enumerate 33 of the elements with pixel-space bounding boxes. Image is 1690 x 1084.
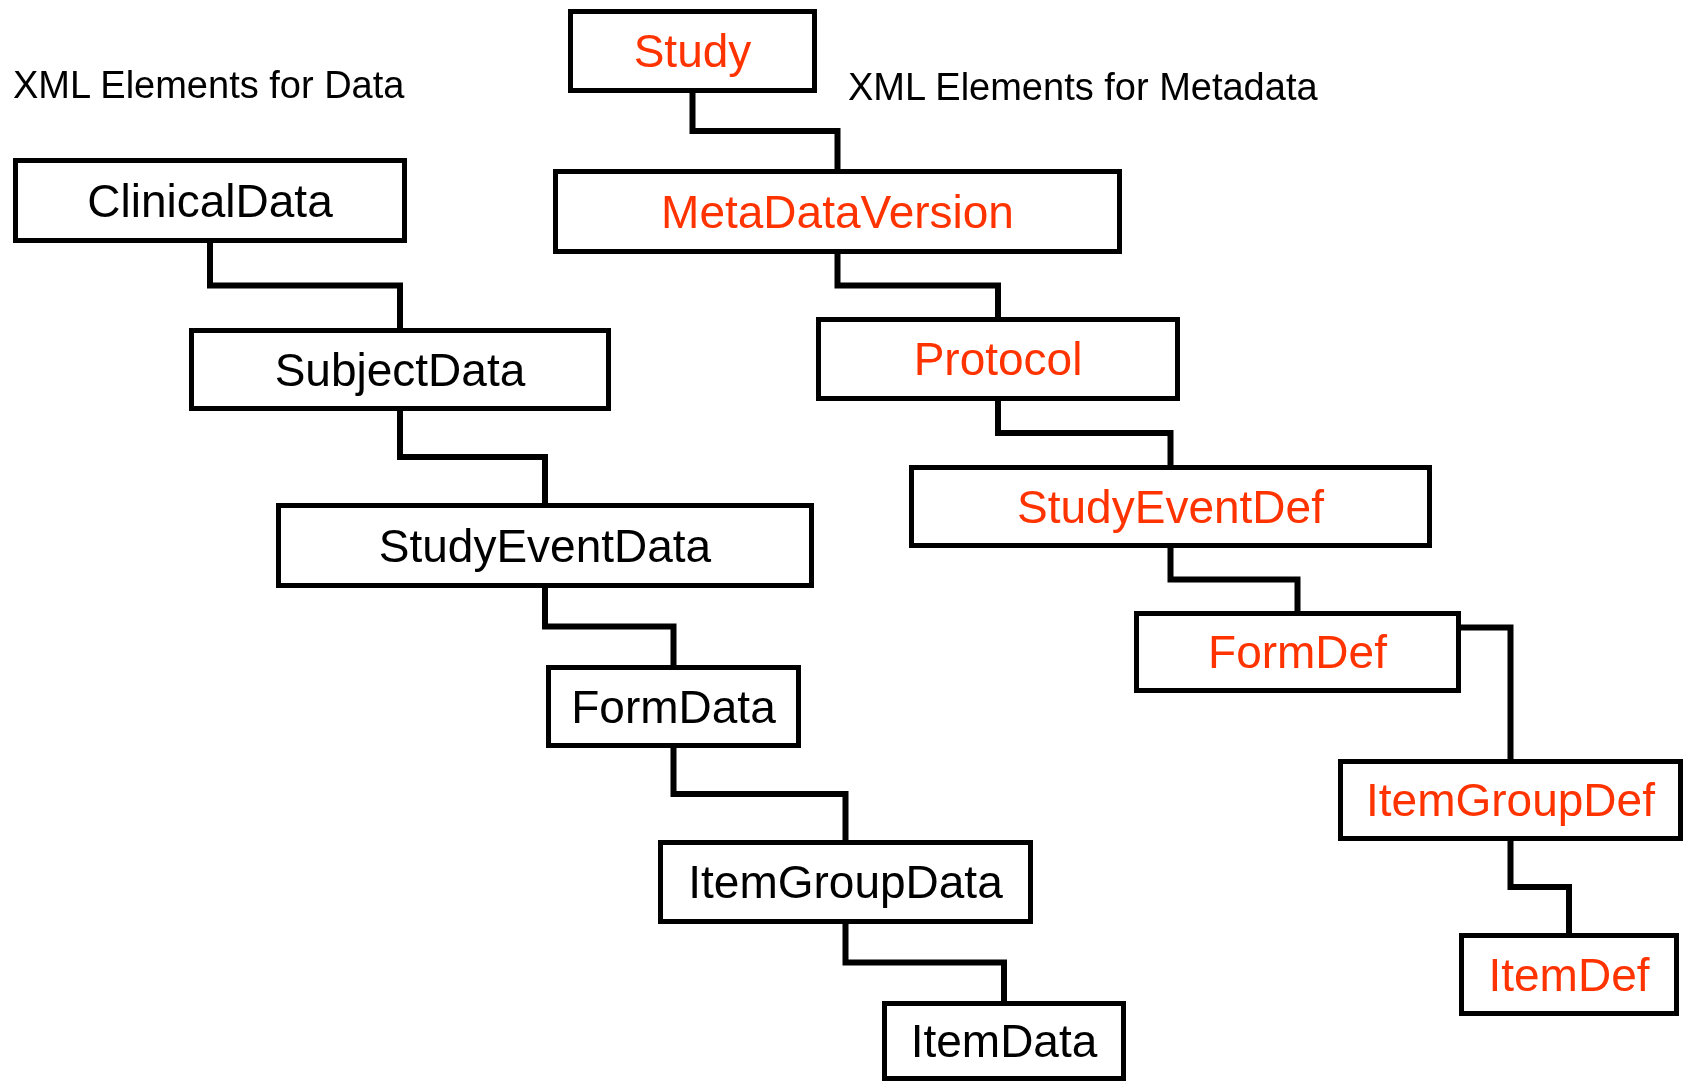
connector-line xyxy=(1167,548,1301,611)
element-name: ItemData xyxy=(910,1018,1098,1064)
element-name: FormDef xyxy=(1208,629,1387,675)
connector-line xyxy=(1461,624,1514,759)
section-heading: XML Elements for Data xyxy=(13,64,405,107)
connector-line xyxy=(995,401,1174,465)
element-box xyxy=(882,1001,1126,1081)
connector-line xyxy=(1507,841,1572,933)
connector-line xyxy=(542,588,677,665)
connector-line xyxy=(397,411,548,503)
element-box xyxy=(276,503,814,588)
element-name: ItemDef xyxy=(1488,951,1650,998)
element-box xyxy=(568,9,817,93)
element-box xyxy=(553,169,1122,254)
connector-line xyxy=(834,254,1001,317)
element-box xyxy=(909,465,1432,548)
element-name: FormData xyxy=(571,683,776,730)
section-heading: XML Elements for Metadata xyxy=(848,66,1318,109)
element-box xyxy=(13,158,407,243)
element-box xyxy=(816,317,1180,401)
element-box xyxy=(1338,759,1683,841)
element-box xyxy=(189,328,611,411)
connector-line xyxy=(207,243,403,328)
element-box xyxy=(546,665,801,748)
element-box xyxy=(658,840,1033,924)
element-name: Protocol xyxy=(913,336,1083,382)
connector-line xyxy=(670,748,849,840)
element-name: MetaDataVersion xyxy=(661,188,1014,235)
element-name: ClinicalData xyxy=(87,177,333,224)
element-box xyxy=(1459,933,1679,1016)
element-box xyxy=(1134,611,1461,693)
connector-line xyxy=(842,924,1007,1001)
connector-line xyxy=(689,93,841,169)
